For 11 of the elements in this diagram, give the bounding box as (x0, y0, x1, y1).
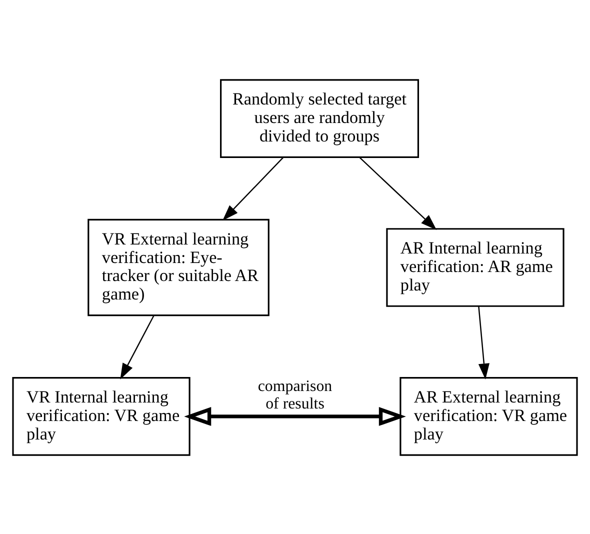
arrow (222, 156, 284, 220)
arrow (359, 156, 437, 230)
edge-label: comparison of results (258, 378, 332, 412)
node-box: AR Internal learning verification: AR game play (386, 228, 564, 306)
arrow (120, 314, 154, 379)
arrow (184, 406, 406, 426)
node-box: AR External learning verification: VR game play (400, 376, 578, 456)
node-box: Randomly selected target users are randomly divided to groups (220, 78, 420, 158)
node-box: VR Internal learning verification: VR game play (12, 376, 190, 456)
arrow (478, 306, 490, 379)
node-box: VR External learning verification: Eye-tracker (or suitable AR game) (88, 218, 270, 316)
